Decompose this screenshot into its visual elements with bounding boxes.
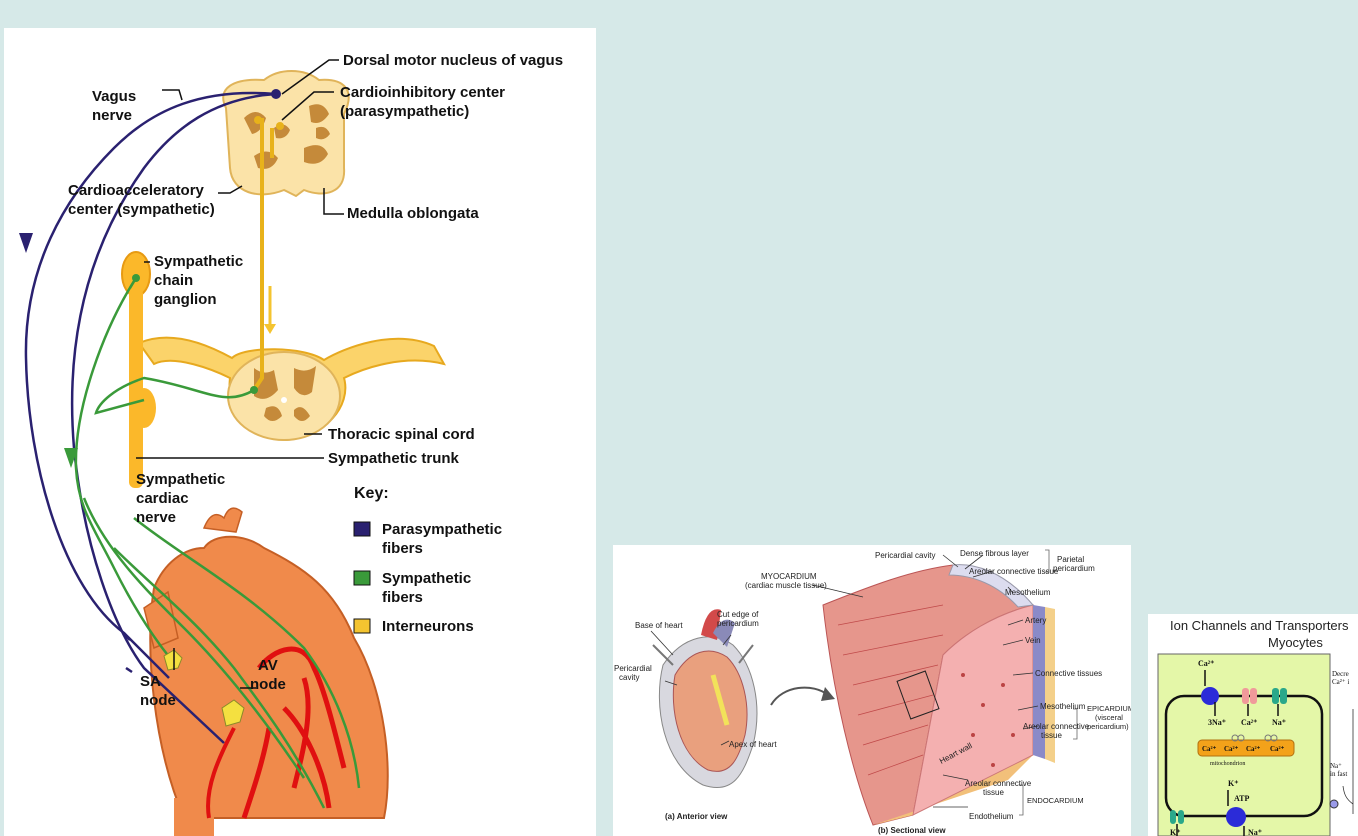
label-cardiac-1: Sympathetic (136, 471, 225, 488)
label-endocardium: ENDOCARDIUM (1027, 796, 1084, 805)
label-cardiac-2: cardiac (136, 490, 189, 507)
zoom-arrow-icon (771, 688, 828, 705)
key-label-parasympathetic-2: fibers (382, 540, 423, 557)
ion-ca-mid: Ca²⁺ (1241, 718, 1257, 727)
label-chain-1: Sympathetic (154, 253, 243, 270)
label-cardioinhibitory-1: Cardioinhibitory center (340, 84, 505, 101)
ion-na-fast-2: in fast (1330, 770, 1347, 778)
label-cardiac-3: nerve (136, 509, 176, 526)
key-legend: Key: Parasympathetic fibers Sympathetic … (354, 485, 502, 635)
medulla-oblongata (223, 71, 348, 196)
label-epicardium-3: pericardium) (1087, 722, 1129, 731)
key-swatch-interneurons (354, 619, 370, 633)
ion-channels-svg: Ion Channels and Transporters Myocytes C… (1148, 614, 1358, 836)
label-epicardium-1: EPICARDIUM (1087, 704, 1131, 713)
ion-na-mid: Na⁺ (1272, 718, 1286, 727)
ion-decrease-1: Decre (1332, 670, 1349, 678)
label-dense-fibrous: Dense fibrous layer (960, 549, 1029, 558)
label-vagus-2: nerve (92, 107, 132, 124)
label-dorsal-motor: Dorsal motor nucleus of vagus (343, 52, 563, 69)
nervous-control-diagram: Dorsal motor nucleus of vagus Vagus nerv… (4, 28, 596, 836)
label-myocardium-2: (cardiac muscle tissue) (745, 581, 827, 590)
label-cut-edge-1: Cut edge of (717, 610, 759, 619)
sodium-channel-icon (1272, 688, 1279, 704)
ion-mitochondrion-label: mitochondrion (1210, 761, 1245, 767)
label-apex: Apex of heart (729, 740, 777, 749)
label-trunk: Sympathetic trunk (328, 450, 460, 467)
label-av-1: AV (258, 657, 278, 674)
ion-atp: ATP (1234, 794, 1250, 803)
sympathetic-chain (122, 252, 156, 488)
label-pericardial-cavity-left-1: Pericardial (614, 664, 652, 673)
label-artery: Artery (1025, 616, 1046, 625)
label-epicardium-2: (visceral (1095, 713, 1123, 722)
label-myocardium-1: MYOCARDIUM (761, 572, 817, 581)
key-label-interneurons: Interneurons (382, 618, 474, 635)
anterior-heart-illustration (653, 609, 757, 787)
label-cut-edge-2: pericardium (717, 619, 759, 628)
label-vein: Vein (1025, 636, 1041, 645)
heart-wall-svg: Pericardial cavity Dense fibrous layer A… (613, 545, 1131, 836)
ion-title-2: Myocytes (1268, 635, 1323, 650)
ion-mito-2: Ca²⁺ (1224, 745, 1239, 753)
key-swatch-parasympathetic (354, 522, 370, 536)
label-mesothelium-mid: Mesothelium (1040, 702, 1086, 711)
label-sa-2: node (140, 692, 176, 709)
ion-title-1: Ion Channels and Transporters (1170, 618, 1349, 633)
label-mesothelium-top: Mesothelium (1005, 588, 1051, 597)
label-sectional-view: (b) Sectional view (878, 826, 946, 835)
label-medulla: Medulla oblongata (347, 205, 479, 222)
label-thoracic: Thoracic spinal cord (328, 426, 475, 443)
key-title: Key: (354, 485, 389, 502)
ion-decrease-2: Ca²⁺ i (1332, 678, 1349, 686)
exchanger-icon (1201, 687, 1219, 705)
ion-channels-diagram: Ion Channels and Transporters Myocytes C… (1148, 614, 1358, 836)
ion-na3: 3Na⁺ (1208, 718, 1226, 727)
thoracic-spinal-cord (139, 338, 444, 440)
ion-na-bottom: Na⁺ (1248, 828, 1262, 836)
label-chain-3: ganglion (154, 291, 217, 308)
ion-mito-4: Ca²⁺ (1270, 745, 1285, 753)
label-endothelium: Endothelium (969, 812, 1014, 821)
label-sa-1: SA (140, 673, 161, 690)
label-connective: Connective tissues (1035, 669, 1102, 678)
label-av-2: node (250, 676, 286, 693)
sodium-potassium-pump-icon (1226, 807, 1246, 827)
label-parietal-2: pericardium (1053, 564, 1095, 573)
label-cardioacceleratory-2: center (sympathetic) (68, 201, 215, 218)
label-cardioacceleratory-1: Cardioacceleratory (68, 182, 205, 199)
label-areolar-bottom-1: Areolar connective (965, 779, 1032, 788)
key-swatch-sympathetic (354, 571, 370, 585)
ion-na-fast-1: Na⁺ (1330, 762, 1342, 770)
label-base-heart: Base of heart (635, 621, 683, 630)
label-areolar-bottom-2: tissue (983, 788, 1004, 797)
label-pericardial-cavity-top: Pericardial cavity (875, 551, 935, 560)
key-label-sympathetic-2: fibers (382, 589, 423, 606)
ion-k-bottom: K⁺ (1170, 828, 1180, 836)
label-pericardial-cavity-left-2: cavity (619, 673, 639, 682)
label-parietal-1: Parietal (1057, 555, 1084, 564)
label-areolar-mid-1: Areolar connective (1023, 722, 1090, 731)
label-areolar-top: Areolar connective tissue (969, 567, 1059, 576)
label-cardioinhibitory-2: (parasympathetic) (340, 103, 469, 120)
key-label-parasympathetic-1: Parasympathetic (382, 521, 502, 538)
label-vagus-1: Vagus (92, 88, 136, 105)
label-chain-2: chain (154, 272, 193, 289)
label-anterior-view: (a) Anterior view (665, 812, 728, 821)
ion-mito-1: Ca²⁺ (1202, 745, 1217, 753)
ion-mito-3: Ca²⁺ (1246, 745, 1261, 753)
potassium-channel-icon (1170, 810, 1176, 824)
nervous-control-svg: Dorsal motor nucleus of vagus Vagus nerv… (4, 28, 596, 836)
key-label-sympathetic-1: Sympathetic (382, 570, 471, 587)
ion-ca-top: Ca²⁺ (1198, 659, 1214, 668)
label-areolar-mid-2: tissue (1041, 731, 1062, 740)
calcium-channel-icon (1242, 688, 1249, 704)
heart-wall-diagram: Pericardial cavity Dense fibrous layer A… (613, 545, 1131, 836)
ion-k-plus: K⁺ (1228, 779, 1238, 788)
